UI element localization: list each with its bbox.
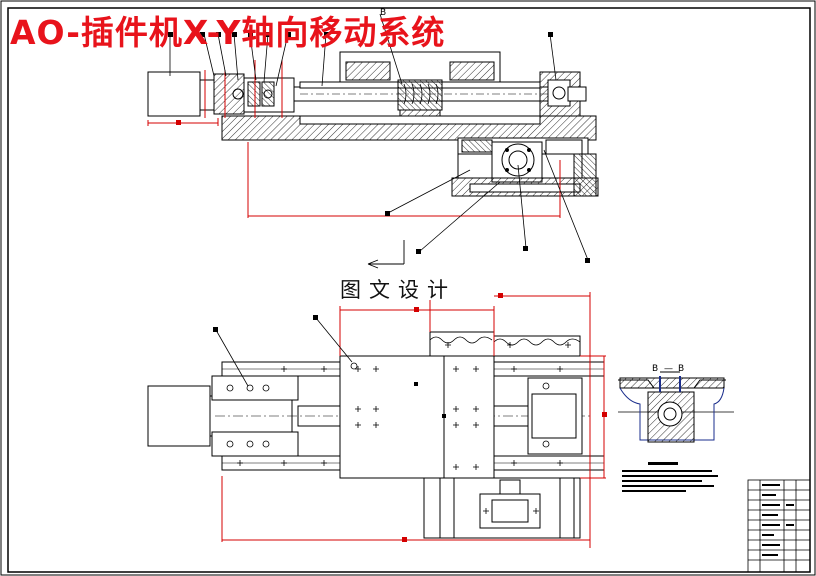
view-marker-b: B [380, 8, 387, 18]
inner-border [7, 7, 811, 573]
section-label-left: B [652, 364, 659, 374]
plan-leaders [215, 317, 353, 387]
title-block-text [762, 484, 794, 556]
motor-body [147, 71, 201, 117]
plan-motor [147, 385, 211, 447]
plan-carriage [339, 355, 495, 479]
plan-screw-heads [226, 362, 550, 448]
drawing-subtitle: 图文设计 [340, 278, 456, 302]
plan-bolts [237, 342, 571, 514]
section-bb-detail [618, 371, 734, 443]
plan-dim-markers [176, 120, 607, 542]
left-bearing-block [213, 73, 245, 115]
drawing-title: AO-插件机X-Y轴向移动系统 [10, 13, 446, 52]
leader-markers [168, 32, 590, 263]
leader-lines [169, 13, 589, 261]
section-label-dash: — [664, 364, 673, 374]
plan-view [147, 120, 607, 548]
section-view [147, 13, 599, 269]
title-block [747, 479, 811, 573]
section-label-right: B [678, 364, 685, 374]
view-arrow [367, 240, 405, 269]
technical-notes [622, 462, 718, 492]
